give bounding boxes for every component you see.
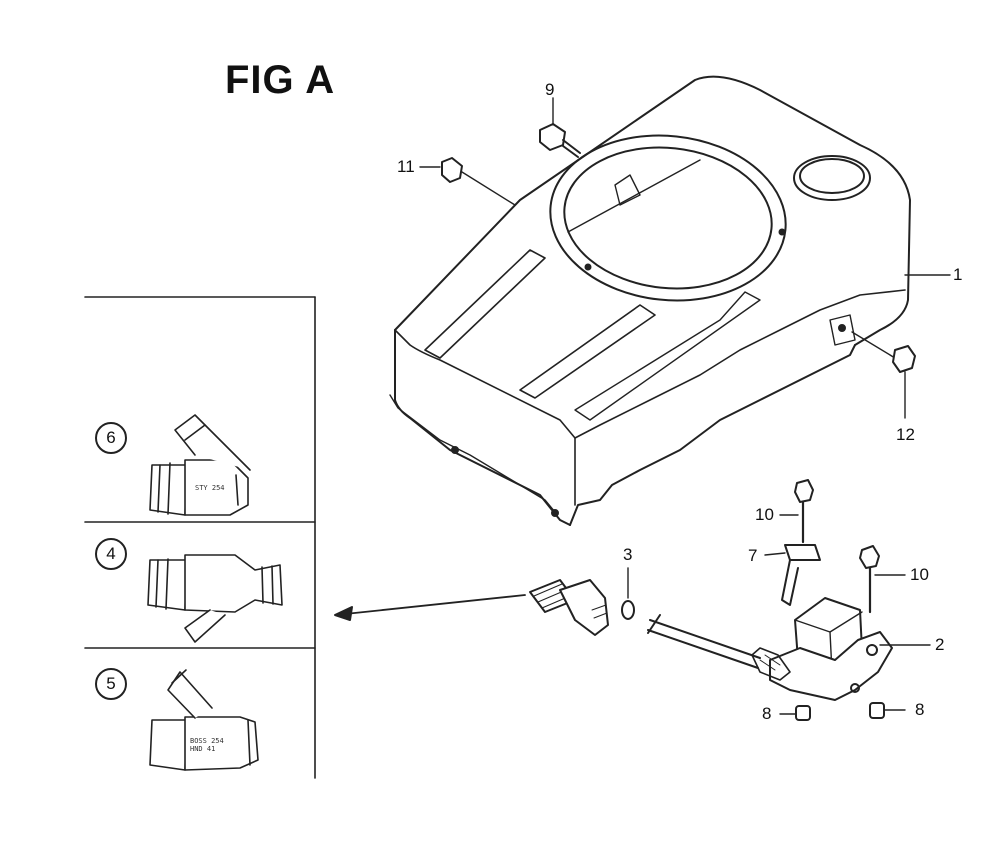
connector-6 bbox=[149, 414, 251, 516]
pointer-arrow bbox=[334, 594, 526, 621]
spark-plug bbox=[529, 579, 609, 636]
callout-2: 2 bbox=[935, 635, 945, 654]
nut-8-left bbox=[779, 705, 811, 721]
fan-shroud bbox=[389, 75, 911, 526]
callout-8-right: 8 bbox=[915, 700, 925, 719]
connector-5-stamp: BOSS 254 HND 41 bbox=[190, 737, 224, 753]
callout-12: 12 bbox=[896, 425, 915, 444]
callout-9: 9 bbox=[545, 80, 555, 99]
connector-5 bbox=[149, 669, 259, 771]
bolt-9 bbox=[539, 97, 581, 158]
bolt-10-upper bbox=[779, 479, 814, 544]
callout-3: 3 bbox=[623, 545, 633, 564]
nut-8-right bbox=[869, 702, 906, 719]
connector-6-stamp: STY 254 bbox=[195, 484, 225, 492]
callout-10-upper: 10 bbox=[755, 505, 774, 524]
bolt-10-lower bbox=[859, 545, 906, 614]
callout-7: 7 bbox=[748, 546, 758, 565]
bracket-7 bbox=[764, 544, 821, 606]
callout-1: 1 bbox=[953, 265, 963, 284]
callout-10-lower: 10 bbox=[910, 565, 929, 584]
inset-number-4: 4 bbox=[95, 538, 127, 570]
connector-4 bbox=[147, 554, 283, 643]
bolt-12 bbox=[851, 331, 916, 419]
callout-11: 11 bbox=[397, 157, 415, 176]
inset-frame bbox=[84, 296, 316, 779]
ignition-coil bbox=[647, 597, 893, 701]
bolt-11 bbox=[419, 157, 516, 206]
washer-3 bbox=[621, 567, 635, 620]
callout-8-left: 8 bbox=[762, 704, 772, 723]
inset-number-6: 6 bbox=[95, 422, 127, 454]
figure-title: FIG A bbox=[225, 58, 336, 102]
inset-number-5: 5 bbox=[95, 668, 127, 700]
